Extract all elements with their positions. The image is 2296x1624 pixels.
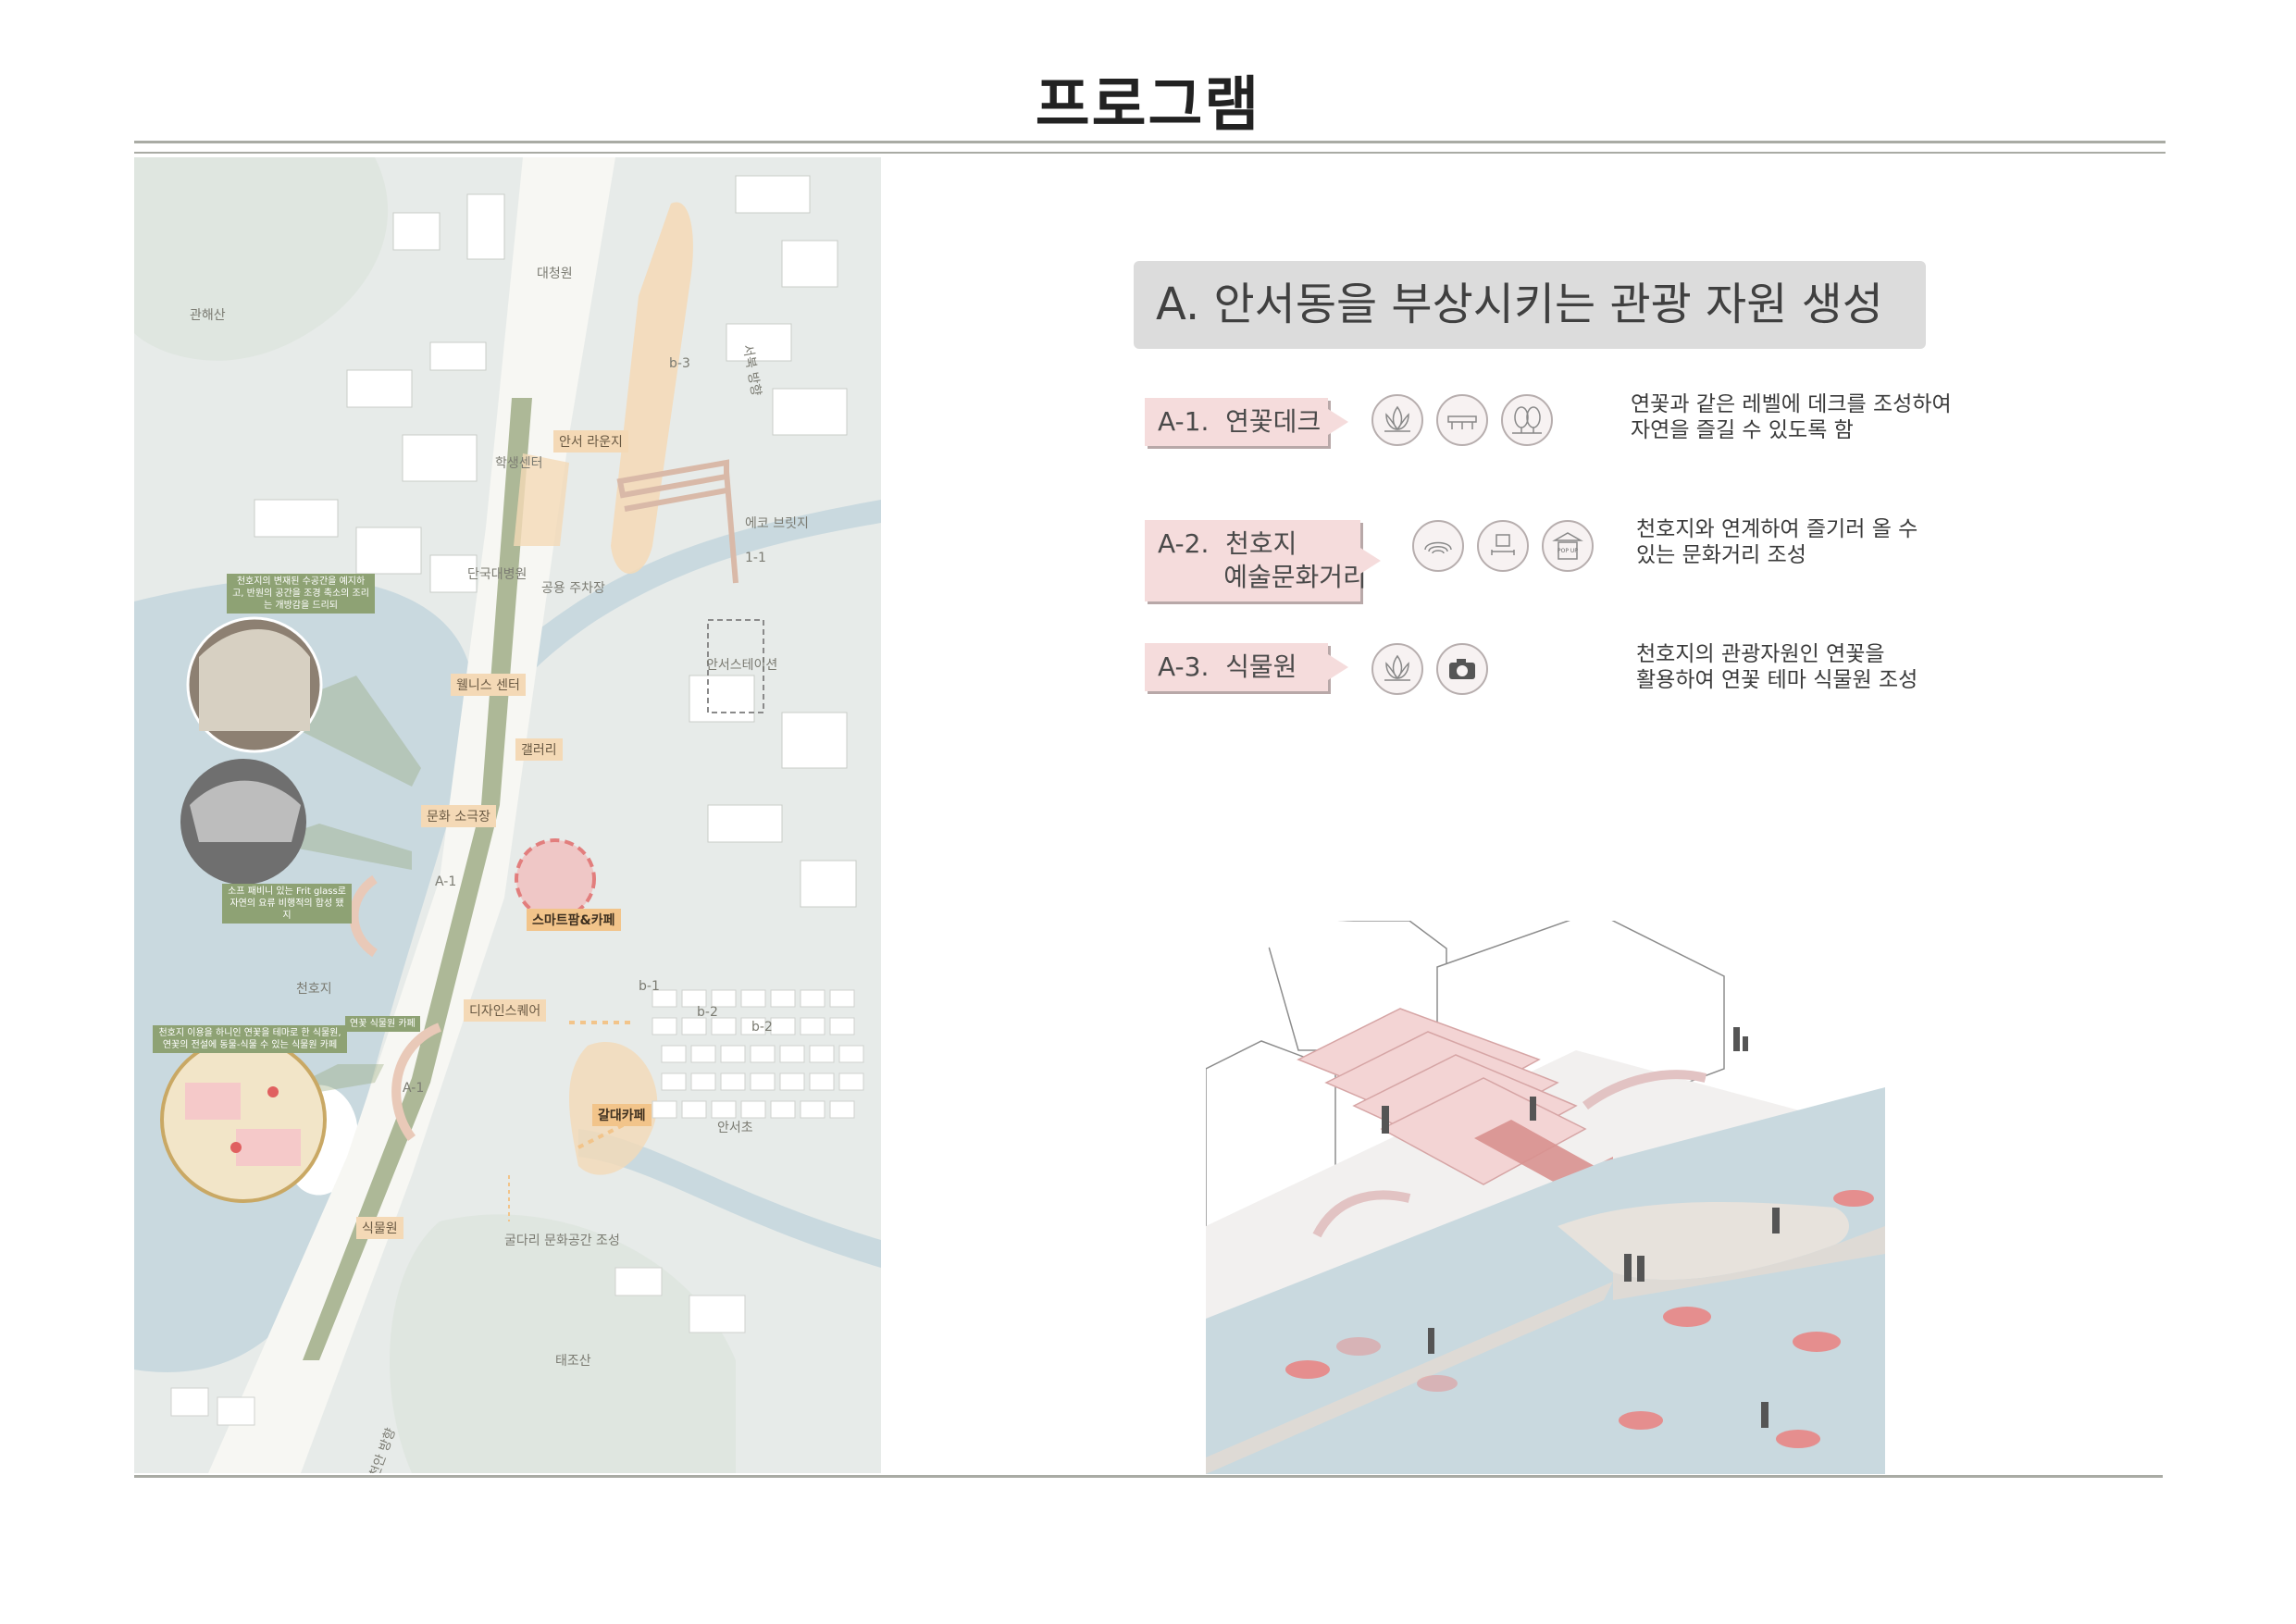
perspective-graphic — [1206, 921, 1885, 1474]
map-caption-2: 소프 패비니 있는 Frit glass로 자연의 요류 비행적의 합성 됐지 — [222, 884, 352, 924]
site-map: 관해산 대청원 학생센터 단국대병원 공용 주차장 에코 브릿지 안서스테이션 … — [134, 157, 881, 1473]
area-code: A-1 — [403, 1081, 425, 1096]
area-code: b-2 — [751, 1020, 773, 1035]
program-label-a3: A-3. 식물원 — [1145, 643, 1328, 691]
zone-tag-design-square: 디자인스퀘어 — [464, 999, 547, 1022]
zone-tag-botanical-garden: 식물원 — [356, 1217, 403, 1239]
map-label-eco-bridge: 에코 브릿지 — [745, 516, 809, 531]
program-description-a3: 천호지의 관광자원인 연꽃을 활용하여 연꽃 테마 식물원 조성 — [1636, 642, 1918, 692]
camera-icon — [1436, 643, 1488, 695]
program-label-a2: A-2. 천호지 예술문화거리 — [1145, 520, 1367, 601]
map-label-university: 단국대병원 — [467, 567, 527, 582]
area-code: 1-1 — [745, 551, 766, 565]
deck-icon — [1436, 394, 1488, 446]
area-code: b-2 — [697, 1005, 718, 1020]
program-description-a1: 연꽃과 같은 레벨에 데크를 조성하여 자연을 즐길 수 있도록 함 — [1631, 392, 1952, 442]
lotus-icon — [1371, 394, 1423, 446]
map-label-student-zone: 학생센터 — [495, 456, 543, 471]
map-label-parking: 공용 주차장 — [541, 581, 605, 596]
map-caption-right: 연꽃 식물원 카페 — [345, 1016, 420, 1032]
program-label-a1: A-1. 연꽃데크 — [1145, 398, 1328, 446]
zone-tag-wellness-center: 웰니스 센터 — [451, 674, 526, 696]
zone-tag-anseo-lounge: 안서 라운지 — [553, 430, 628, 452]
program-description-a2: 천호지와 연계하여 즐기러 올 수 있는 문화거리 조성 — [1636, 517, 1918, 567]
page-title: 프로그램 — [1035, 71, 1261, 140]
site-map-graphic — [134, 157, 881, 1473]
map-caption-3: 천호지 이용을 하니인 연꽃을 테마로 한 식물원, 연꽃의 전설에 동물-식물… — [153, 1025, 347, 1053]
map-label-anseo-elementary: 안서초 — [717, 1121, 753, 1135]
section-heading: A. 안서동을 부상시키는 관광 자원 생성 — [1134, 261, 1926, 349]
gallery-icon — [1477, 520, 1529, 572]
map-caption-1: 천호지의 변재된 수공간을 예지하고, 반원의 공간을 조경 축소의 조리는 개… — [227, 574, 375, 614]
bottom-divider — [134, 1475, 2163, 1478]
map-label-cheonho-lake: 천호지 — [296, 982, 332, 997]
perspective-illustration — [1206, 921, 1885, 1474]
map-label-apartments: 대청원 — [537, 267, 573, 281]
zone-tag-gallery: 갤러리 — [515, 738, 563, 761]
tree-icon — [1501, 394, 1553, 446]
map-label-anseo-station: 안서스테이션 — [706, 658, 778, 673]
zone-tag-smart-farm-cafe: 스마트팜&카페 — [527, 909, 621, 931]
zone-tag-reed-cafe: 갈대카페 — [592, 1104, 652, 1126]
popup-store-icon: POP UP — [1542, 520, 1594, 572]
title-divider — [134, 141, 2166, 143]
amphitheater-icon — [1412, 520, 1464, 572]
popup-icon-text: POP UP — [1558, 548, 1578, 554]
zone-tag-culture-theater: 문화 소극장 — [421, 805, 496, 827]
area-code: b-1 — [639, 979, 660, 994]
title-divider-thin — [134, 152, 2166, 154]
map-label-mountain: 관해산 — [190, 308, 226, 323]
map-label-bridge-note: 굴다리 문화공간 조성 — [504, 1233, 620, 1248]
map-label-taejo-mountain: 태조산 — [555, 1354, 591, 1369]
area-code: b-3 — [669, 356, 690, 371]
lotus-icon — [1371, 643, 1423, 695]
area-code: A-1 — [435, 874, 457, 889]
